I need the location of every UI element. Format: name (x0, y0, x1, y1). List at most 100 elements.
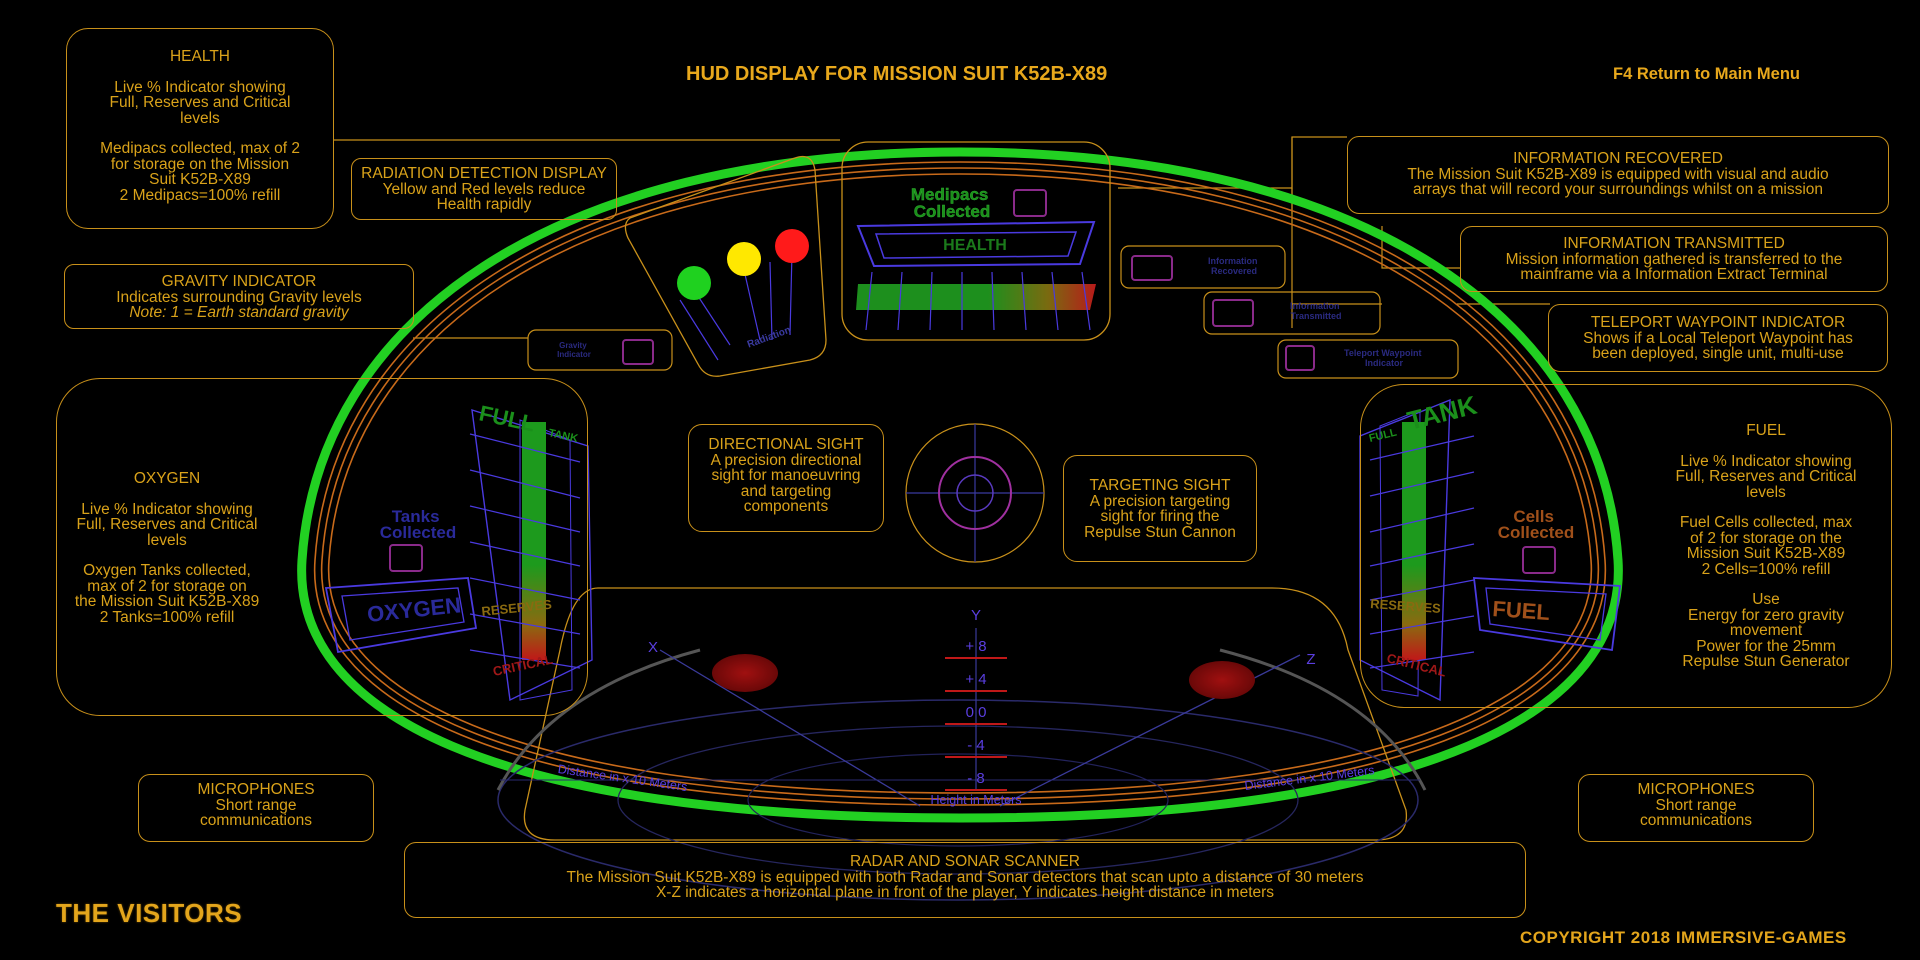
info-transmitted-label: Information Transmitted (1290, 301, 1342, 321)
health-panel (841, 141, 1111, 341)
health-desc-line: Medipacs collected, max of 2 (100, 140, 300, 157)
health-desc-line: for storage on the Mission (110, 155, 290, 173)
teleport-title: TELEPORT WAYPOINT INDICATOR (1590, 314, 1846, 331)
fuel-desc-line: Live % Indicator showing (1680, 452, 1852, 470)
page-title: HUD DISPLAY FOR MISSION SUIT K52B-X89 (686, 63, 1108, 85)
radiation-desc-line: Health rapidly (436, 196, 532, 213)
fuel-desc-line: 2 Cells=100% refill (1701, 560, 1831, 578)
radar-height-tick: + 4 (965, 671, 986, 688)
gravity-note: Note: 1 = Earth standard gravity (129, 304, 349, 321)
fuel-desc-line: of 2 for storage on the (1690, 529, 1842, 547)
health-info-box: HEALTH Live % Indicator showing Full, Re… (66, 28, 334, 229)
info-recovered-label: Information Recovered (1208, 256, 1260, 276)
visor-ring (297, 147, 1623, 823)
fuel-use-line: movement (1729, 622, 1803, 639)
fuel-use-line: Power for the 25mm (1696, 637, 1836, 655)
microphones-left-info-box: MICROPHONES Short range communications (138, 774, 374, 842)
oxygen-desc-line: levels (147, 531, 187, 549)
directional-sight-info-box: DIRECTIONAL SIGHT A precision directiona… (688, 424, 884, 532)
info-transmitted-info-box: INFORMATION TRANSMITTED Mission informat… (1460, 226, 1888, 292)
fuel-desc-line: Mission Suit K52B-X89 (1686, 545, 1846, 562)
teleport-desc-line: been deployed, single unit, multi-use (1592, 345, 1844, 362)
radiation-light (775, 229, 809, 263)
radiation-panel (624, 155, 827, 377)
directional-sight-desc-line: and targeting (740, 482, 832, 500)
oxygen-desc-line: 2 Tanks=100% refill (99, 608, 235, 626)
fuel-use-line: Use (1752, 591, 1780, 608)
radiation-desc-line: Yellow and Red levels reduce (382, 180, 586, 198)
health-title: HEALTH (169, 48, 230, 65)
info-transmitted-desc-line: Mission information gathered is transfer… (1505, 250, 1843, 268)
teleport-waypoint-label: Teleport Waypoint Indicator (1344, 348, 1424, 368)
game-logo: THE VISITORS (56, 898, 243, 928)
directional-sight-desc-line: components (743, 498, 829, 515)
health-desc-line: Suit K52B-X89 (149, 171, 251, 188)
radar-height-tick: - 4 (967, 737, 985, 754)
health-desc-line: Full, Reserves and Critical (109, 94, 291, 111)
gravity-indicator-label: Gravity Indicator (557, 341, 591, 359)
directional-sight (905, 423, 1045, 563)
radar-desc-line: The Mission Suit K52B-X89 is equipped wi… (566, 868, 1364, 886)
radiation-label: Radiation (746, 325, 793, 351)
radar-x-axis-label: X (648, 639, 658, 656)
indicator-boxes (527, 245, 1459, 379)
radar-title: RADAR AND SONAR SCANNER (850, 853, 1080, 870)
radar-height-tick: 0 0 (966, 704, 987, 721)
info-transmitted-desc-line: mainframe via a Information Extract Term… (1520, 266, 1828, 283)
microphones-right-info-box: MICROPHONES Short range communications (1578, 774, 1814, 842)
fuel-use-line: Repulse Stun Generator (1682, 653, 1850, 670)
microphones-desc-line: Short range (215, 796, 297, 814)
oxygen-desc-line: the Mission Suit K52B-X89 (74, 593, 260, 610)
radar-blip (712, 654, 778, 692)
radiation-title: RADIATION DETECTION DISPLAY (361, 165, 607, 182)
fuel-info-box: FUEL Live % Indicator showing Full, Rese… (1360, 384, 1892, 708)
radar-blip (1189, 661, 1255, 699)
radar-z-axis-label: Z (1306, 651, 1315, 668)
fuel-label: FUEL (1492, 596, 1551, 625)
microphones-title: MICROPHONES (1637, 781, 1755, 798)
targeting-sight-desc-line: sight for firing the (1100, 508, 1220, 525)
microphones-desc-line: communications (200, 812, 312, 829)
radar-height-tick: - 8 (967, 770, 985, 787)
info-recovered-desc-line: arrays that will record your surrounding… (1412, 181, 1824, 198)
oxygen-title: OXYGEN (133, 470, 201, 487)
copyright-text: COPYRIGHT 2018 IMMERSIVE-GAMES (1520, 928, 1847, 947)
medipacs-label: Medipacs Collected (911, 185, 993, 221)
targeting-sight-desc-line: A precision targeting (1089, 492, 1231, 510)
oxygen-desc-line: Full, Reserves and Critical (76, 516, 258, 533)
gravity-title: GRAVITY INDICATOR (161, 273, 317, 290)
radar-desc-line: X-Z indicates a horizontal plane in fron… (655, 884, 1275, 901)
visor-inner-rings (313, 161, 1607, 806)
radiation-light (727, 242, 761, 276)
fuel-title: FUEL (1746, 422, 1786, 439)
oxygen-gauge (324, 409, 593, 702)
oxygen-desc-line: Live % Indicator showing (81, 500, 253, 518)
tanks-collected-label: Tanks Collected (380, 507, 457, 542)
oxygen-info-box: OXYGEN Live % Indicator showing Full, Re… (56, 378, 588, 716)
health-desc-line: levels (180, 109, 220, 127)
radar-height-tick: + 8 (965, 638, 986, 655)
radiation-lights (677, 229, 809, 300)
return-to-main-menu-link[interactable]: F4 Return to Main Menu (1613, 65, 1800, 83)
radar-info-box: RADAR AND SONAR SCANNER The Mission Suit… (404, 842, 1526, 918)
targeting-sight-info-box: TARGETING SIGHT A precision targeting si… (1063, 455, 1257, 562)
radar-y-axis-label: Y (971, 607, 981, 624)
teleport-desc-line: Shows if a Local Teleport Waypoint has (1583, 329, 1853, 347)
radiation-light (677, 266, 711, 300)
directional-sight-desc-line: sight for manoeuvring (711, 467, 861, 484)
cells-collected-label: Cells Collected (1498, 507, 1575, 542)
microphones-desc-line: Short range (1655, 796, 1737, 814)
oxygen-desc-line: max of 2 for storage on (87, 577, 247, 595)
fuel-desc-line: Full, Reserves and Critical (1675, 468, 1857, 485)
oxygen-desc-line: Oxygen Tanks collected, (83, 562, 251, 579)
health-desc-line: Live % Indicator showing (114, 78, 286, 96)
health-bar-label: HEALTH (943, 237, 1007, 254)
health-desc-line: 2 Medipacs=100% refill (119, 186, 281, 204)
info-recovered-info-box: INFORMATION RECOVERED The Mission Suit K… (1347, 136, 1889, 214)
fuel-desc-line: Fuel Cells collected, max (1679, 514, 1853, 531)
targeting-sight-desc-line: Repulse Stun Cannon (1084, 523, 1236, 541)
fuel-desc-line: levels (1746, 483, 1786, 501)
microphones-title: MICROPHONES (197, 781, 315, 798)
gravity-info-box: GRAVITY INDICATOR Indicates surrounding … (64, 264, 414, 329)
